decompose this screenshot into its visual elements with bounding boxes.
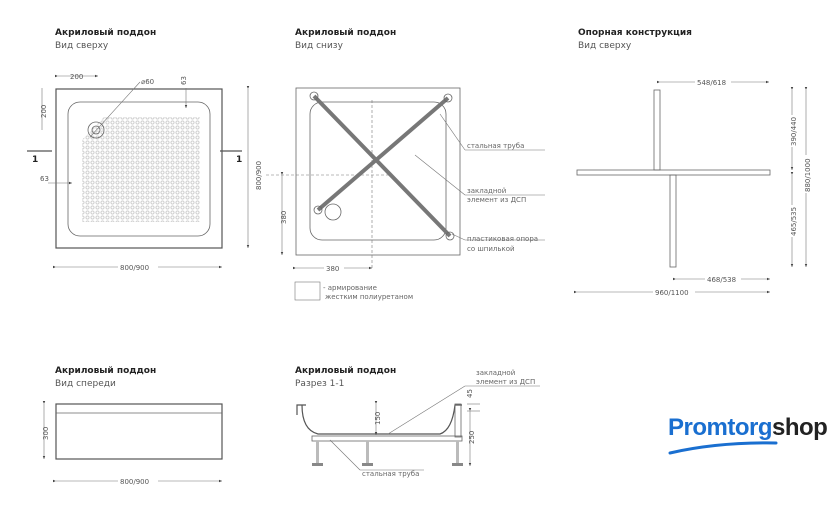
logo-text-shop: shop bbox=[772, 414, 828, 441]
dim-drain-y: 200 bbox=[40, 105, 48, 118]
callout-insert-line2: элемент из ДСП bbox=[476, 378, 535, 386]
tray-bottom bbox=[295, 87, 461, 256]
dim-top: 548/618 bbox=[697, 79, 726, 87]
dim-drain-diameter: ⌀60 bbox=[141, 78, 154, 86]
section-view-title: Акриловый поддон bbox=[295, 366, 396, 376]
anti-slip-pattern bbox=[82, 117, 200, 222]
section-view-subtitle: Разрез 1-1 bbox=[295, 379, 344, 389]
top-view-subtitle: Вид сверху bbox=[55, 41, 109, 51]
callout-insert-line1: закладной bbox=[476, 369, 515, 377]
dim-drain-y: 380 bbox=[280, 211, 288, 224]
section-view-panel: Акриловый поддон Разрез 1-1 150 закладно… bbox=[295, 366, 540, 478]
drain bbox=[87, 121, 105, 139]
callout-support-line1: пластиковая опора bbox=[467, 235, 538, 243]
dim-depth: 150 bbox=[374, 412, 382, 425]
dim-drain-x: 380 bbox=[326, 265, 339, 273]
bottom-view-title: Акриловый поддон bbox=[295, 28, 396, 38]
top-view-panel: Акриловый поддон Вид сверху 200 200 ⌀60 … bbox=[27, 28, 263, 272]
legend-swatch bbox=[294, 281, 321, 301]
support-legs bbox=[312, 441, 463, 466]
logo-swoosh-icon bbox=[668, 441, 778, 455]
bottom-view-panel: Акриловый поддон Вид снизу стальная труб… bbox=[266, 28, 545, 301]
callout-steel-pipe: стальная труба bbox=[362, 470, 419, 478]
logo-text-promtorg: Promtorg bbox=[668, 414, 773, 441]
section-mark-right: 1 bbox=[236, 155, 242, 165]
callout-steel-pipe: стальная труба bbox=[467, 142, 524, 150]
tray-inner bbox=[67, 101, 211, 237]
steel-pipe-2 bbox=[316, 96, 450, 212]
dim-height: 250 bbox=[468, 431, 476, 444]
dim-height: 300 bbox=[42, 427, 50, 440]
callout-insert-line1: закладной bbox=[467, 187, 506, 195]
dim-lower: 465/535 bbox=[790, 207, 798, 236]
frame-view-title: Опорная конструкция bbox=[578, 28, 692, 38]
legend-line1: - армирование bbox=[323, 284, 377, 292]
frame-view-panel: Опорная конструкция Вид сверху 548/618 3… bbox=[574, 28, 812, 297]
dim-total-width: 960/1100 bbox=[655, 289, 689, 297]
dim-width: 800/900 bbox=[120, 478, 149, 486]
tray-front bbox=[55, 403, 223, 460]
callout-support-line2: со шпилькой bbox=[467, 245, 515, 253]
front-view-title: Акриловый поддон bbox=[55, 366, 156, 376]
section-mark-left: 1 bbox=[32, 155, 38, 165]
front-view-subtitle: Вид спереди bbox=[55, 379, 116, 389]
dim-rim: 45 bbox=[466, 389, 474, 398]
dim-total-height: 880/1000 bbox=[804, 158, 812, 192]
frame-bar-horizontal bbox=[576, 169, 771, 176]
tray-bottom-inner bbox=[309, 101, 447, 241]
dim-rim-top: 63 bbox=[180, 76, 188, 85]
front-view-panel: Акриловый поддон Вид спереди 300 800/900 bbox=[42, 366, 223, 486]
frame-view-subtitle: Вид сверху bbox=[578, 41, 632, 51]
frame-bar-top bbox=[653, 89, 661, 171]
callout-insert-line2: элемент из ДСП bbox=[467, 196, 526, 204]
dim-drain-x: 200 bbox=[70, 73, 83, 81]
dim-rim-left: 63 bbox=[40, 175, 49, 183]
tray-section bbox=[296, 404, 462, 435]
drain-hole bbox=[324, 203, 342, 221]
top-view-title: Акриловый поддон bbox=[55, 28, 156, 38]
bottom-view-subtitle: Вид снизу bbox=[295, 41, 344, 51]
legend-line2: жестким полиуретаном bbox=[325, 293, 413, 301]
promtorgshop-logo: Promtorgshop bbox=[668, 414, 828, 442]
dim-depth: 800/900 bbox=[255, 161, 263, 190]
dim-width: 800/900 bbox=[120, 264, 149, 272]
dim-upper: 390/440 bbox=[790, 117, 798, 146]
tray-outline bbox=[55, 88, 223, 249]
dim-bottom: 468/538 bbox=[707, 276, 736, 284]
steel-pipe-section bbox=[311, 435, 463, 442]
steel-pipe-1 bbox=[312, 94, 452, 238]
frame-bar-bottom bbox=[669, 174, 677, 268]
